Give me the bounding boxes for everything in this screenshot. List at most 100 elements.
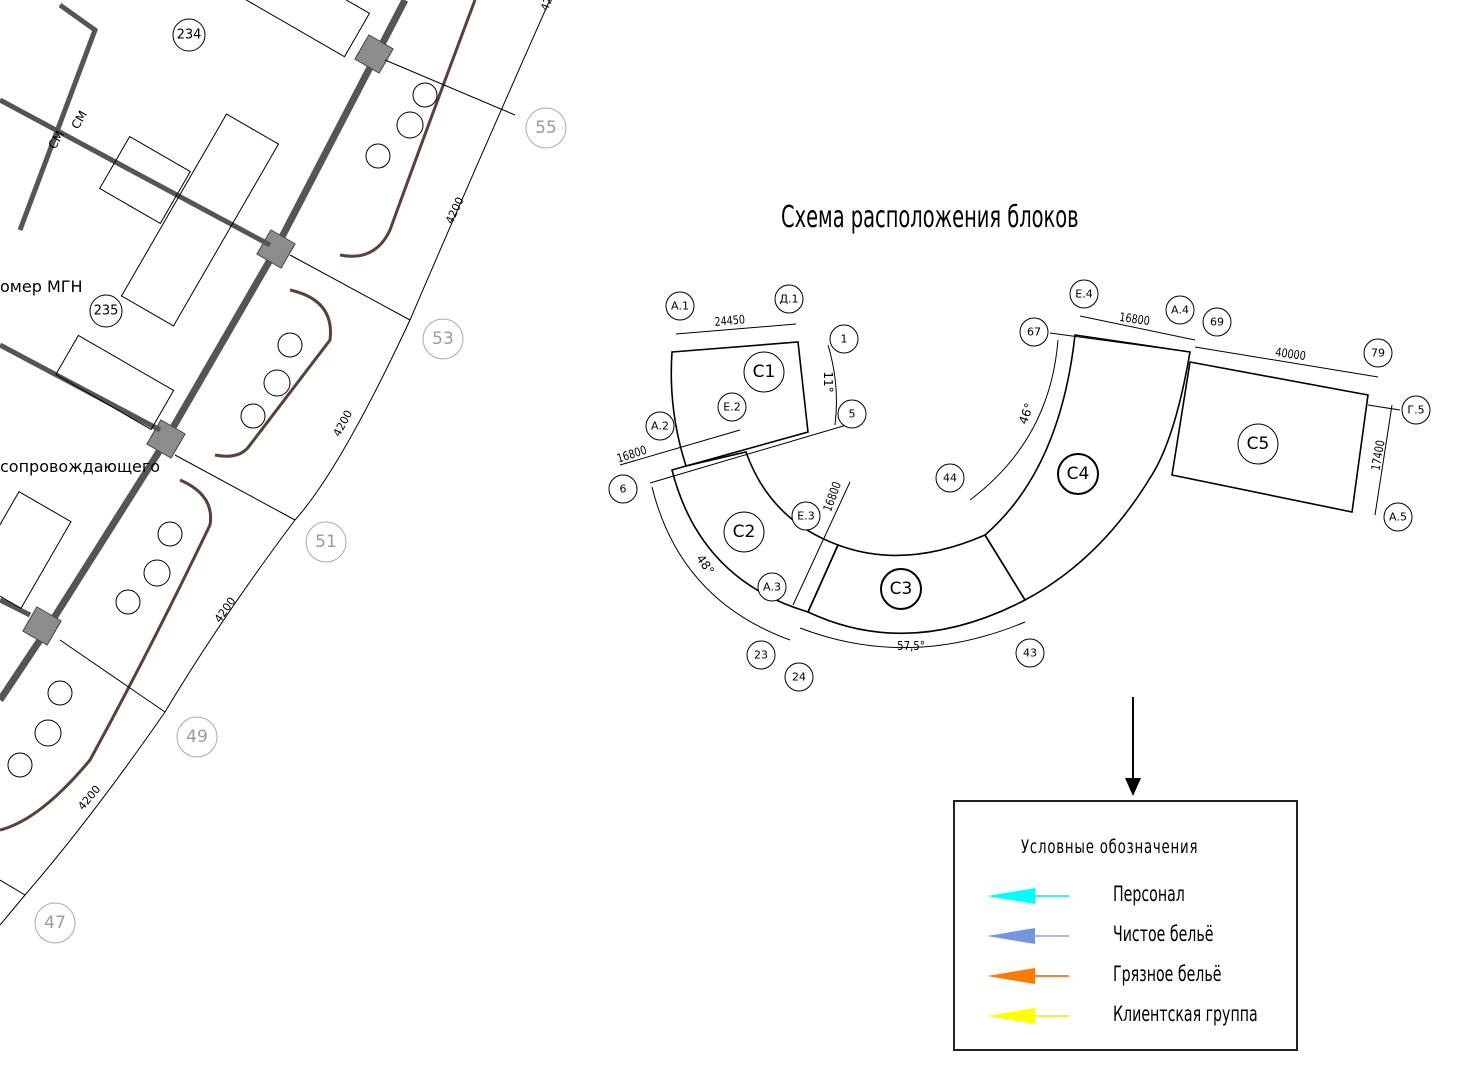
block-label-5: С5 bbox=[1237, 423, 1279, 465]
block-label-3: С3 bbox=[880, 568, 922, 610]
svg-text:67: 67 bbox=[1027, 326, 1041, 339]
dimension-label: 24450 bbox=[714, 312, 746, 329]
equipment-label: СМ bbox=[68, 108, 89, 131]
svg-text:С1: С1 bbox=[753, 362, 776, 382]
svg-text:Е.4: Е.4 bbox=[1075, 288, 1092, 301]
svg-text:23: 23 bbox=[754, 649, 768, 662]
axis-bubble: Д.1 bbox=[774, 284, 804, 314]
legend-box: Условные обозначения Персонал Чистое бел… bbox=[953, 800, 1298, 1051]
dimension-label: 46° bbox=[1016, 401, 1036, 426]
arrow-icon bbox=[987, 928, 1069, 944]
svg-text:А.5: А.5 bbox=[1389, 511, 1407, 524]
svg-text:51: 51 bbox=[315, 532, 337, 552]
axis-bubble: А.5 bbox=[1383, 502, 1413, 532]
dimension-label: 16800 bbox=[1118, 310, 1150, 328]
svg-text:С5: С5 bbox=[1247, 434, 1270, 454]
dimension-label: 4200 bbox=[331, 408, 356, 439]
dimension-label: 4200 bbox=[212, 595, 239, 625]
dimension-label: 40000 bbox=[1274, 345, 1306, 363]
block-c4-outline bbox=[983, 334, 1191, 602]
axis-bubble: 5 bbox=[837, 399, 867, 429]
dimension-label: 17400 bbox=[1368, 439, 1387, 472]
svg-text:55: 55 bbox=[535, 118, 557, 138]
svg-text:Е.3: Е.3 bbox=[797, 510, 814, 523]
dimension-label: 48° bbox=[693, 552, 717, 577]
axis-bubble: 79 bbox=[1363, 338, 1393, 368]
arrow-icon bbox=[987, 1008, 1069, 1024]
room-name: сопровождающего bbox=[0, 457, 160, 476]
block-label-4: С4 bbox=[1057, 453, 1099, 495]
axis-bubble: А.3 bbox=[757, 572, 787, 602]
svg-text:49: 49 bbox=[186, 727, 208, 747]
svg-text:Е.2: Е.2 bbox=[723, 401, 740, 414]
legend-label: Клиентская группа bbox=[1113, 1002, 1258, 1026]
axis-bubble: А.4 bbox=[1165, 295, 1195, 325]
grid-bubble: 53 bbox=[422, 318, 464, 360]
grid-bubble: 47 bbox=[34, 902, 76, 944]
legend-label: Персонал bbox=[1113, 882, 1185, 906]
grid-bubble: 55 bbox=[525, 107, 567, 149]
axis-bubble: 1 bbox=[829, 324, 859, 354]
axis-bubble: 24 bbox=[784, 662, 814, 692]
svg-text:А.4: А.4 bbox=[1171, 304, 1189, 317]
arrow-icon bbox=[987, 888, 1069, 904]
svg-text:Д.1: Д.1 bbox=[779, 293, 798, 306]
legend-label: Чистое бельё bbox=[1113, 922, 1214, 946]
scheme-title: Схема расположения блоков bbox=[781, 200, 1079, 235]
svg-text:С2: С2 bbox=[733, 522, 756, 542]
axis-bubble: 6 bbox=[608, 474, 638, 504]
axis-bubble: Г.5 bbox=[1401, 395, 1431, 425]
svg-text:А.2: А.2 bbox=[651, 420, 669, 433]
block-c1-outline bbox=[670, 341, 809, 467]
axis-bubble: А.2 bbox=[645, 411, 675, 441]
floor-plan: СМ СМ 55 53 51 49 47 234 235 омер МГН со… bbox=[0, 0, 567, 944]
svg-text:234: 234 bbox=[177, 28, 202, 43]
arrow-icon bbox=[987, 968, 1069, 984]
room-number: 235 bbox=[89, 294, 123, 328]
grid-bubble: 51 bbox=[305, 521, 347, 563]
axis-bubble: А.1 bbox=[665, 291, 695, 321]
room-number: 234 bbox=[172, 18, 206, 52]
svg-text:44: 44 bbox=[943, 472, 957, 485]
svg-text:1: 1 bbox=[841, 333, 848, 346]
room-name: омер МГН bbox=[0, 277, 83, 296]
legend-item: Грязное бельё bbox=[985, 962, 1285, 992]
axis-bubble: 23 bbox=[746, 640, 776, 670]
dimension-label: 16800 bbox=[820, 480, 844, 514]
legend-label: Грязное бельё bbox=[1113, 962, 1222, 986]
svg-text:А.3: А.3 bbox=[763, 581, 781, 594]
svg-text:235: 235 bbox=[94, 304, 119, 319]
block-scheme: А.1 Д.1 1 5 Е.2А.2 6Е.3А.3 23 24 43 44 67 Е.4А.4 69 7… bbox=[608, 279, 1431, 692]
block-label-1: С1 bbox=[743, 351, 785, 393]
axis-bubble: 44 bbox=[935, 463, 965, 493]
legend-title: Условные обозначения bbox=[1021, 836, 1199, 858]
svg-text:53: 53 bbox=[432, 329, 454, 349]
block-c5-outline bbox=[1171, 361, 1369, 513]
svg-text:47: 47 bbox=[44, 913, 66, 933]
dimension-label: 16800 bbox=[615, 443, 649, 466]
block-label-2: С2 bbox=[723, 511, 765, 553]
dimension-label: 4200 bbox=[75, 783, 103, 813]
dimension-label: 57,5° bbox=[897, 639, 925, 653]
dimension-label: 42 bbox=[538, 0, 555, 13]
svg-text:69: 69 bbox=[1210, 316, 1224, 329]
axis-bubble: Е.4 bbox=[1069, 279, 1099, 309]
dimension-label: 4200 bbox=[443, 195, 467, 226]
axis-bubble: Е.2 bbox=[717, 392, 747, 422]
legend-item: Чистое бельё bbox=[985, 922, 1285, 952]
svg-text:С3: С3 bbox=[890, 579, 913, 599]
down-arrow-icon bbox=[1125, 697, 1141, 796]
svg-text:Г.5: Г.5 bbox=[1407, 404, 1424, 417]
svg-text:6: 6 bbox=[620, 483, 627, 496]
axis-bubble: Е.3 bbox=[791, 501, 821, 531]
legend-item: Клиентская группа bbox=[985, 1002, 1285, 1032]
axis-bubble: 43 bbox=[1015, 638, 1045, 668]
svg-text:79: 79 bbox=[1371, 347, 1385, 360]
axis-bubble: 69 bbox=[1202, 307, 1232, 337]
svg-text:43: 43 bbox=[1023, 647, 1037, 660]
svg-text:А.1: А.1 bbox=[671, 300, 689, 313]
axis-bubble: 67 bbox=[1019, 317, 1049, 347]
block-c3-outline bbox=[806, 533, 1027, 635]
svg-text:5: 5 bbox=[849, 408, 856, 421]
